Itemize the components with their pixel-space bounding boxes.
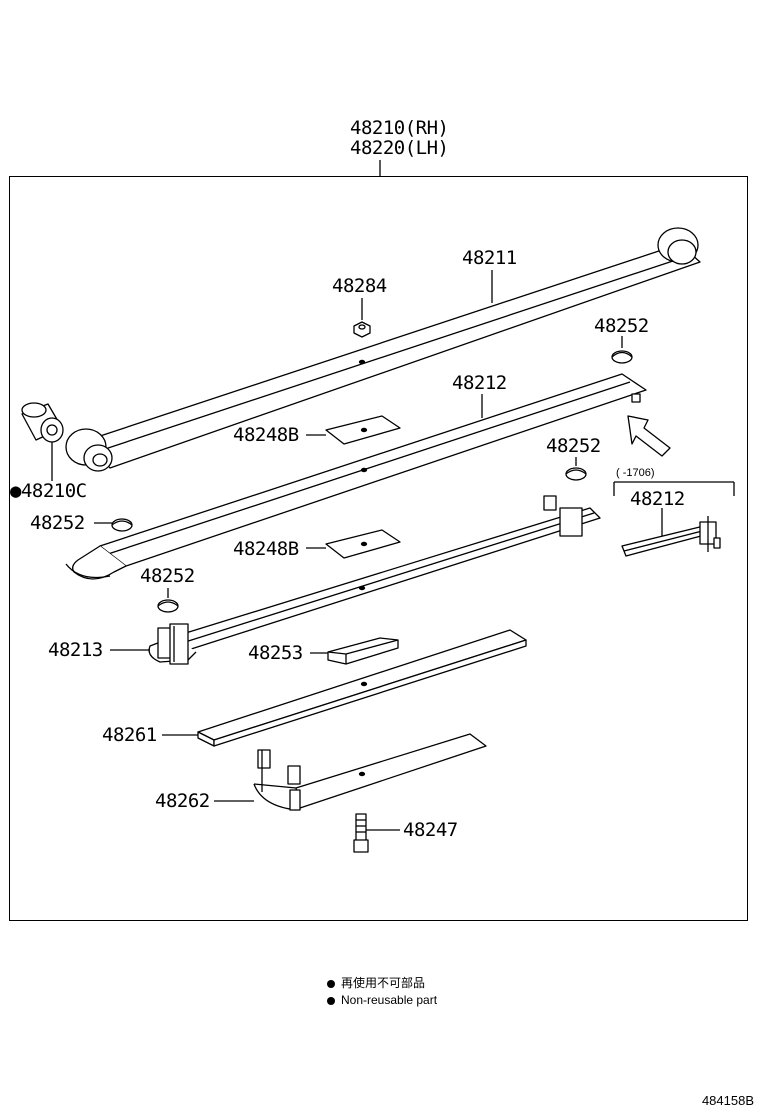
label-48247: 48247 <box>403 819 458 841</box>
legend-text-jp: 再使用不可部品 <box>341 976 426 990</box>
stopper-48252-b <box>565 457 587 481</box>
label-48252-c: 48252 <box>30 512 85 534</box>
leaf-48212 <box>65 373 647 580</box>
bullet-icon <box>327 979 335 988</box>
inset-label-48212: 48212 <box>630 488 685 510</box>
label-48261: 48261 <box>102 724 157 746</box>
label-48212: 48212 <box>452 372 507 394</box>
label-48248b-b: 48248B <box>233 538 299 560</box>
spacer-48253 <box>310 637 399 665</box>
pad-48248b-a <box>306 415 401 445</box>
stopper-48252-a <box>611 336 633 364</box>
label-48213: 48213 <box>48 639 103 661</box>
inset-date-range: ( -1706) <box>616 467 655 479</box>
legend-item-en: Non-reusable part <box>327 993 437 1007</box>
label-48252-d: 48252 <box>140 565 195 587</box>
bolt-48247 <box>353 813 400 853</box>
stopper-48252-d <box>157 588 179 613</box>
diagram-frame <box>9 176 748 921</box>
label-48211: 48211 <box>462 247 517 269</box>
legend-item-jp: 再使用不可部品 <box>327 976 425 990</box>
label-48252-a: 48252 <box>594 315 649 337</box>
label-48262: 48262 <box>155 790 210 812</box>
assembly-label-rh: 48210(RH) <box>350 117 449 139</box>
main-leaf-48211 <box>65 227 701 472</box>
label-48284: 48284 <box>332 275 387 297</box>
nut-48284 <box>353 298 371 338</box>
pad-48248b-b <box>306 529 401 559</box>
inset-bracket <box>613 481 735 557</box>
leaf-48213 <box>110 495 601 665</box>
label-48253: 48253 <box>248 642 303 664</box>
assembly-label-lh: 48220(LH) <box>350 137 449 159</box>
bullet-icon <box>327 996 335 1005</box>
leaf-48262 <box>214 733 487 811</box>
label-48248b-a: 48248B <box>233 424 299 446</box>
bushing-48210c <box>21 402 64 481</box>
stopper-48252-c <box>94 518 133 532</box>
label-48210c: ●48210C <box>10 480 87 502</box>
label-48252-b: 48252 <box>546 435 601 457</box>
leaf-48261 <box>162 629 527 747</box>
legend-text-en: Non-reusable part <box>341 993 438 1007</box>
view-arrow <box>627 415 671 457</box>
document-id: 484158B <box>701 1093 754 1108</box>
